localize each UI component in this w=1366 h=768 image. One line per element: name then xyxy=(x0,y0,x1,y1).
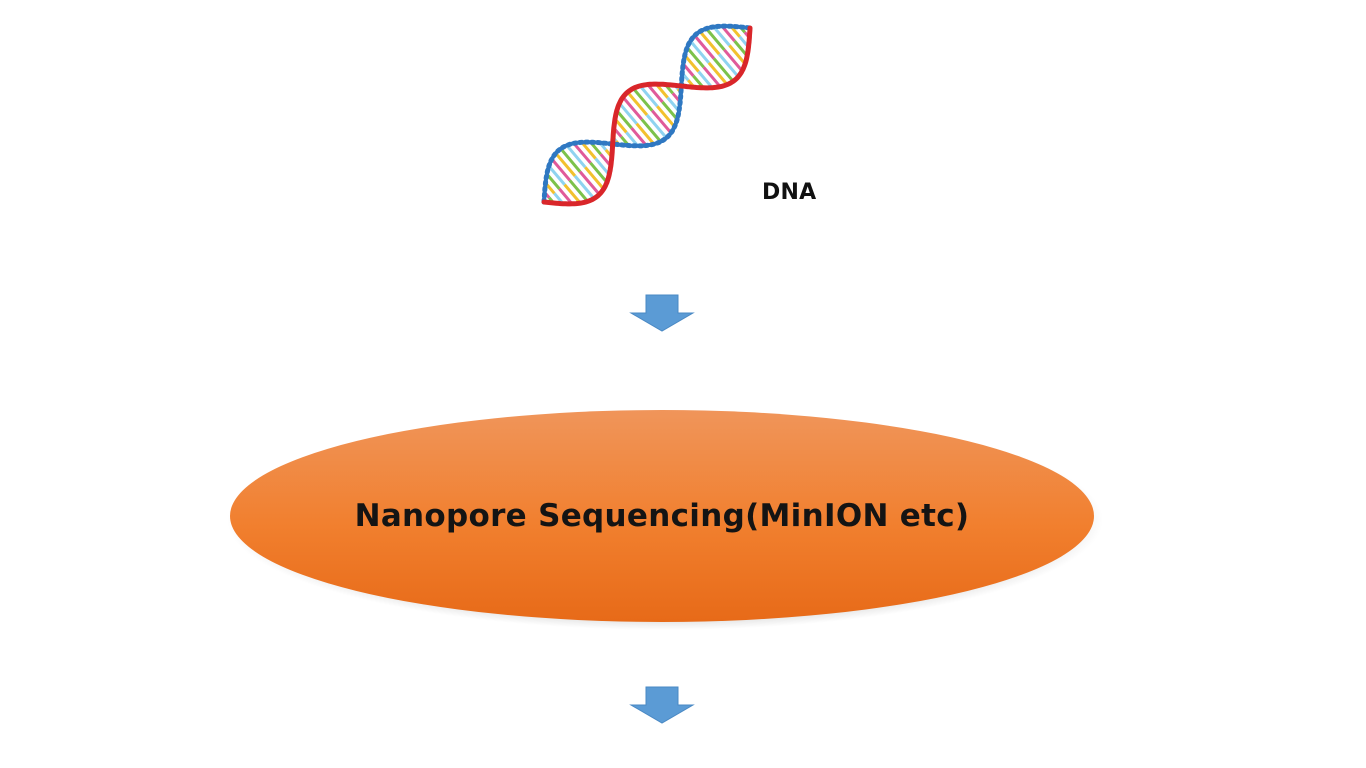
dna-base-pair-half xyxy=(723,48,744,72)
dna-backbone-blue-solid xyxy=(542,24,752,204)
dna-base-pair-half xyxy=(720,25,736,42)
dna-base-pair-half xyxy=(573,174,596,200)
dna-base-pair-half xyxy=(565,144,587,169)
dna-base-pair-half xyxy=(594,157,611,176)
dna-base-pair-half xyxy=(683,54,700,73)
dna-base-pair-half xyxy=(632,87,654,112)
dna-base-pair-half xyxy=(615,109,633,129)
nanopore-sequencing-label: Nanopore Sequencing(MinION etc) xyxy=(354,498,970,534)
dna-base-pair-half xyxy=(558,187,574,205)
dna-base-pair-half xyxy=(568,179,589,203)
dna-base-pair-half xyxy=(693,34,716,60)
dna-base-pair-half xyxy=(733,40,749,57)
dna-base-pair-half xyxy=(554,152,577,177)
dna-base-pair-half xyxy=(656,105,676,128)
dna-base-pair-half xyxy=(728,44,747,65)
dna-base-pair-half xyxy=(563,183,582,205)
dna-backbone-red xyxy=(541,25,753,207)
dna-base-pair-half xyxy=(618,102,638,125)
dna-base-pair-half xyxy=(689,40,710,64)
dna-base-pairs xyxy=(543,25,751,205)
dna-base-pair-half xyxy=(651,109,673,134)
ellipse-shape xyxy=(227,410,1103,630)
dna-base-pair-half xyxy=(646,83,664,103)
dna-base-pair-half xyxy=(626,91,649,116)
dna-base-pair-half xyxy=(578,170,601,196)
dna-base-pair-half xyxy=(707,61,729,86)
dna-label: DNA xyxy=(762,180,817,205)
dna-base-pair-half xyxy=(572,142,592,164)
dna-base-pair-half xyxy=(640,118,662,143)
dna-base-pair-half xyxy=(698,30,721,56)
dna-base-pair-half xyxy=(621,96,643,121)
dna-base-pair-half xyxy=(717,53,740,78)
nanopore-sequencing-node: Nanopore Sequencing(MinION etc) xyxy=(222,404,1106,634)
dna-helix-icon xyxy=(541,23,753,207)
dna-base-pair-half xyxy=(584,166,605,190)
dna-base-pair-half xyxy=(661,101,679,121)
dna-base-pair-half xyxy=(589,161,609,184)
dna-base-pair-half xyxy=(635,122,656,146)
dna-base-pair-half xyxy=(645,114,668,139)
down-arrow-icon xyxy=(629,686,695,724)
dna-base-pair-half xyxy=(630,127,648,147)
dna-base-pair-half xyxy=(705,27,726,51)
dna-base-pair-half xyxy=(702,66,722,88)
dna-base-pair-half xyxy=(545,173,561,190)
dna-base-pair-half xyxy=(550,158,571,182)
dna-base-pair-half xyxy=(580,141,597,160)
dna-base-pair-half xyxy=(547,165,566,186)
down-arrow-icon xyxy=(629,294,695,332)
dna-base-pair-half xyxy=(685,46,705,69)
dna-base-pair-half xyxy=(712,25,731,47)
dna-base-pair-half xyxy=(697,70,714,89)
dna-base-pair-half xyxy=(638,84,659,108)
dna-base-pair-half xyxy=(712,57,735,83)
dna-base-pair-half xyxy=(559,147,582,173)
